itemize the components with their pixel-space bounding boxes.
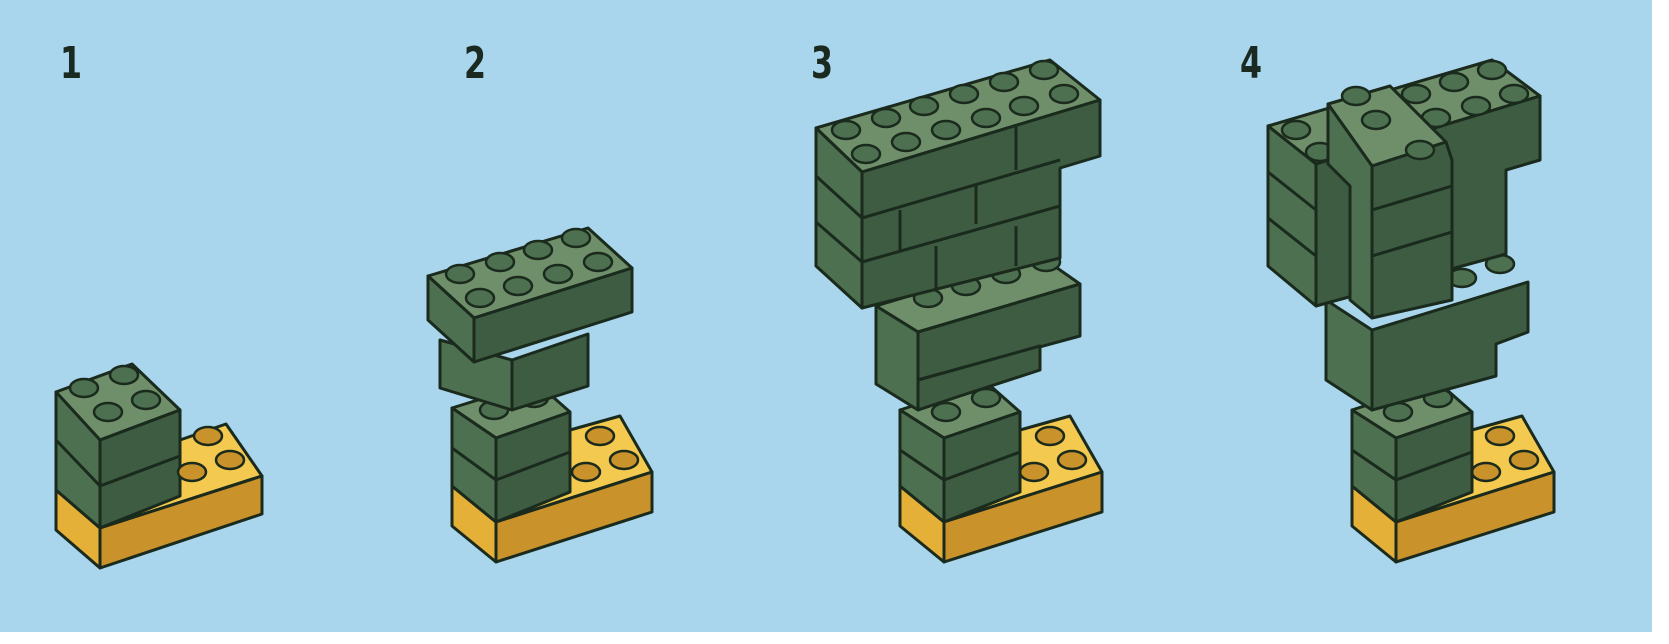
page-bottom-edge: [0, 632, 1669, 644]
page-edge: [1652, 0, 1669, 644]
